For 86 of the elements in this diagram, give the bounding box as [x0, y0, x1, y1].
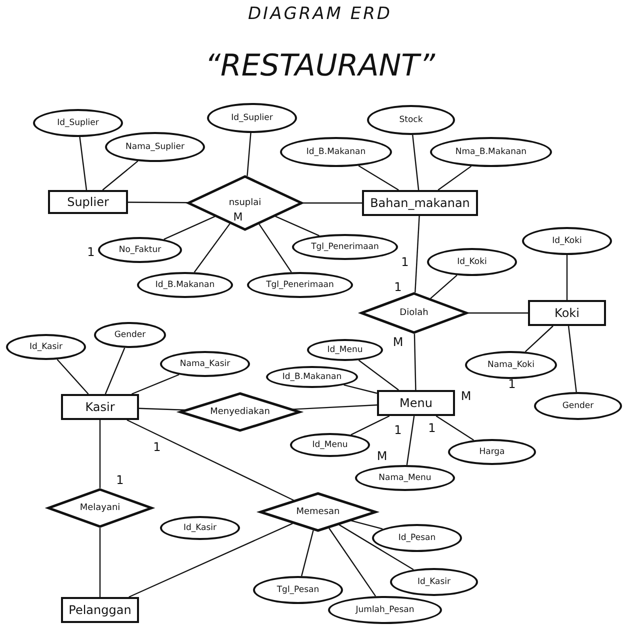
cardinality-label: M [392, 335, 404, 349]
connector-line [292, 404, 378, 410]
connector-line [358, 165, 399, 191]
attribute-ellipse: Nama_Kasir [160, 351, 250, 377]
cardinality-label: 1 [428, 421, 436, 435]
connector-line [104, 348, 126, 394]
connector-line [338, 524, 414, 570]
attribute-ellipse: Id_Menu [290, 433, 370, 457]
cardinality-label: 1 [153, 440, 161, 454]
attribute-ellipse: Nma_B.Makanan [430, 137, 552, 167]
connector-line [412, 134, 420, 190]
connector-line [56, 359, 89, 394]
attribute-ellipse: Stock [367, 105, 455, 135]
connector-line [102, 160, 138, 190]
cardinality-label: M [233, 210, 243, 224]
connector-line [79, 136, 88, 190]
connector-line [358, 360, 399, 390]
attribute-ellipse: Id_Kasir [6, 334, 86, 360]
attribute-ellipse: Gender [534, 392, 622, 420]
attribute-ellipse: Id_Suplier [207, 103, 297, 133]
connector-line [194, 223, 230, 273]
connector-line [246, 132, 252, 176]
connector-line [128, 522, 293, 598]
connector-line [258, 224, 292, 272]
attribute-ellipse: Id_B.Makanan [266, 366, 358, 388]
cardinality-label: 1 [87, 245, 95, 259]
connector-line [468, 312, 528, 314]
relationship-diamond: Menyediakan [179, 392, 301, 432]
entity-box: Suplier [48, 190, 128, 214]
connector-line [414, 216, 420, 292]
entity-box: Koki [528, 300, 606, 326]
connector-line [99, 528, 101, 597]
entity-box: Bahan_makanan [362, 190, 478, 216]
attribute-ellipse: Id_Koki [522, 227, 612, 255]
cardinality-label: 1 [508, 377, 516, 391]
connector-line [128, 202, 188, 204]
connector-line [126, 419, 294, 501]
connector-line [301, 530, 314, 576]
connector-line [344, 384, 378, 394]
attribute-ellipse: Id_B.Makanan [280, 137, 392, 167]
cardinality-label: 1 [116, 473, 124, 487]
attribute-ellipse: Nama_Koki [465, 351, 557, 379]
diagram-subtitle: “RESTAURANT” [204, 48, 436, 84]
attribute-ellipse: Jumlah_Pesan [328, 596, 442, 624]
attribute-ellipse: Id_Suplier [33, 109, 123, 137]
entity-box: Menu [377, 390, 455, 416]
attribute-ellipse: Tgl_Penerimaan [247, 272, 353, 298]
cardinality-label: M [376, 449, 388, 463]
cardinality-label: 1 [394, 280, 402, 294]
attribute-ellipse: Id_Kasir [390, 568, 478, 596]
attribute-ellipse: Tgl_Pesan [253, 576, 343, 604]
attribute-ellipse: Id_Kasir [160, 516, 240, 540]
connector-line [406, 416, 415, 466]
relationship-diamond: Melayani [47, 488, 153, 528]
attribute-ellipse: Id_B.Makanan [137, 272, 233, 298]
relationship-diamond: Diolah [360, 292, 468, 334]
attribute-ellipse: Tgl_Penerimaan [292, 234, 398, 260]
attribute-ellipse: Harga [448, 439, 536, 465]
connector-line [430, 274, 458, 299]
connector-line [568, 326, 577, 392]
connector-line [275, 216, 320, 236]
diagram-title: DIAGRAM ERD [248, 4, 392, 24]
connector-line [414, 334, 416, 390]
cardinality-label: 1 [401, 255, 409, 269]
attribute-ellipse: Id_Koki [427, 248, 517, 276]
connector-line [328, 528, 376, 597]
attribute-ellipse: Nama_Suplier [105, 132, 205, 162]
connector-line [138, 408, 186, 411]
connector-line [524, 326, 554, 352]
relationship-diamond: Memesan [259, 492, 377, 532]
attribute-ellipse: Id_Pesan [372, 524, 462, 552]
entity-box: Kasir [61, 394, 139, 420]
cardinality-label: M [460, 389, 472, 403]
connector-line [438, 166, 472, 190]
connector-line [350, 415, 390, 436]
attribute-ellipse: Gender [94, 322, 166, 348]
connector-line [436, 416, 474, 441]
connector-line [99, 420, 101, 488]
cardinality-label: 1 [394, 423, 402, 437]
entity-box: Pelanggan [61, 597, 139, 623]
attribute-ellipse: Nama_Menu [355, 465, 455, 491]
connector-line [566, 255, 568, 300]
connector-line [351, 520, 383, 530]
attribute-ellipse: Id_Menu [307, 339, 383, 361]
connector-line [303, 202, 362, 204]
attribute-ellipse: No_Faktur [98, 237, 182, 263]
